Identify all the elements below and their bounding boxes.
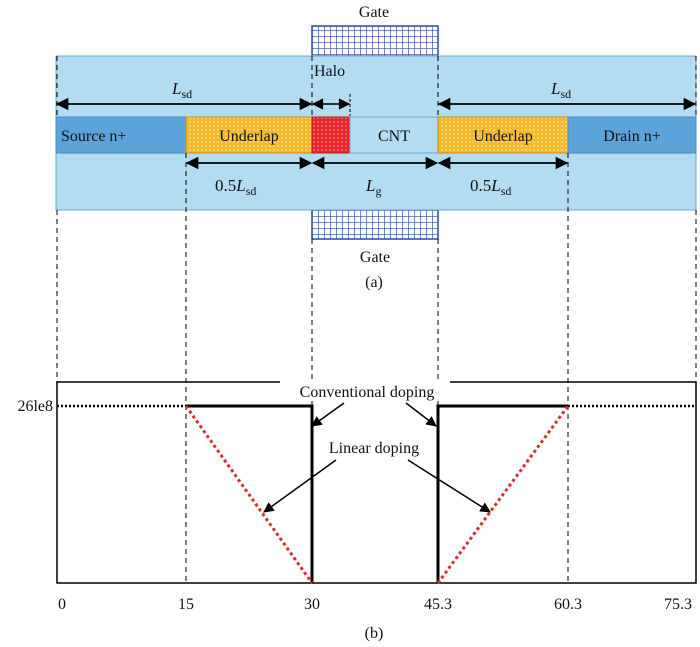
plot-frame — [56, 381, 697, 584]
conventional-doping-label: Conventional doping — [300, 384, 435, 401]
conventional-doping-right — [436, 404, 568, 583]
source-label: Source n+ — [61, 128, 126, 145]
linear-doping-left — [184, 405, 314, 584]
x-tick-75-3: 75.3 — [664, 596, 692, 613]
halo-region — [311, 116, 351, 154]
linear-arrow-left — [263, 459, 337, 513]
x-tick-0: 0 — [58, 596, 66, 613]
cnt-label: CNT — [378, 128, 410, 145]
caption-b: (b) — [365, 625, 384, 642]
bottom-gate — [311, 209, 439, 240]
x-tick-15: 15 — [178, 596, 194, 613]
conventional-label-bg — [280, 380, 450, 400]
x-tick-60-3: 60.3 — [554, 596, 582, 613]
linear-label-bg — [314, 436, 436, 458]
linear-doping-right — [436, 405, 570, 584]
x-tick-labels: 0 15 30 45.3 60.3 75.3 — [58, 596, 692, 613]
underlap-right — [437, 116, 569, 154]
lg-dim-label: Lg — [365, 176, 381, 198]
top-gate-label: Gate — [359, 4, 389, 21]
lsd-left-label: Lsd — [171, 79, 192, 101]
x-tick-30: 30 — [304, 596, 320, 613]
drain-region — [567, 116, 697, 154]
y-level-label: 26le8 — [17, 398, 53, 415]
conventional-arrow-right — [405, 402, 437, 427]
device-cross-section: Gate Gate Source n+ Underlap CNT Underla… — [55, 4, 697, 291]
underlap-right-label: Underlap — [473, 128, 533, 145]
underlap-left — [185, 116, 313, 154]
x-tick-45-3: 45.3 — [424, 596, 452, 613]
underlap-left-dim-label: 0.5Lsd — [215, 176, 256, 198]
underlap-left-label: Underlap — [219, 128, 279, 145]
drain-label: Drain n+ — [603, 128, 660, 145]
doping-profile-plot: 26le8 Conventional doping Linear doping … — [17, 380, 697, 642]
halo-label: Halo — [314, 63, 345, 80]
underlap-right-dim-label: 0.5Lsd — [470, 176, 511, 198]
bottom-gate-label: Gate — [360, 249, 390, 266]
linear-doping-label: Linear doping — [329, 440, 419, 457]
conventional-doping-left — [186, 404, 314, 583]
top-gate — [311, 25, 439, 57]
linear-arrow-right — [407, 459, 491, 513]
source-region — [55, 116, 187, 154]
conventional-arrow-left — [311, 402, 345, 427]
caption-a: (a) — [365, 274, 383, 291]
lsd-right-label: Lsd — [550, 79, 571, 101]
